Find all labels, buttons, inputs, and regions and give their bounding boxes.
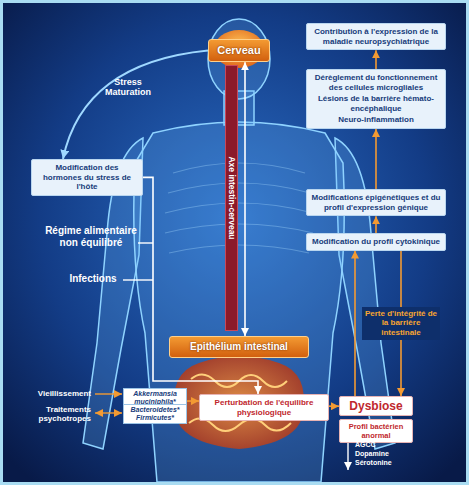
- node-text: Epithélium intestinal: [174, 341, 304, 353]
- connector-arrow: [375, 216, 377, 233]
- node-text: Modification des hormones du stress de l…: [36, 163, 138, 192]
- leader-lines: [95, 243, 348, 470]
- node-text: Contribution à l'expression de la maladi…: [311, 27, 441, 46]
- annotation-label: Vieillissement: [23, 389, 91, 398]
- node-text: Perturbation de l'équilibre physiologiqu…: [204, 398, 324, 417]
- connector-arrow: [187, 400, 199, 402]
- background: [3, 3, 466, 482]
- connector-arrow: [375, 50, 377, 69]
- process-box: Modification des hormones du stress de l…: [31, 159, 143, 196]
- node-text: Neuro-inflammation: [311, 115, 441, 125]
- node-text: Profil bactérien anormal: [343, 422, 409, 440]
- connector-arrow: [244, 62, 246, 336]
- state-box: Profil bactérien anormal: [339, 419, 413, 443]
- brain: [214, 30, 264, 68]
- node-text: Lésions de la barrière hémato-encéphaliq…: [311, 94, 441, 113]
- process-box: Perturbation de l'équilibre physiologiqu…: [199, 394, 329, 421]
- node-text: Dérèglement du fonctionnement des cellul…: [311, 73, 441, 92]
- annotation-label: Stress Maturation: [98, 77, 158, 98]
- node-text: Cerveau: [213, 44, 265, 57]
- effect-box: Dérèglement du fonctionnement des cellul…: [306, 69, 446, 129]
- organ-box: Epithélium intestinal: [169, 336, 309, 358]
- node-text: Modifications épigénétiques et du profil…: [311, 193, 441, 212]
- annotation-label: Infections: [53, 273, 133, 285]
- node-text: Bacteroidetes* Firmicutes*: [127, 406, 183, 422]
- connector-arrow: [63, 51, 208, 159]
- connector-arrow: [375, 129, 377, 189]
- connector-arrow: [354, 251, 356, 396]
- annotation-label: Régime alimentaire non équilibré: [39, 225, 143, 248]
- edge-label: Perte d'intégrité de la barrière intesti…: [362, 307, 440, 340]
- node-layer: Cerveau Contribution à l'expression de la…: [3, 3, 466, 482]
- annotation-label: AGCC: [355, 441, 425, 449]
- connector-arrow: [143, 177, 258, 394]
- node-text: Modification du profil cytokinique: [311, 237, 441, 247]
- process-box: Modifications épigénétiques et du profil…: [306, 189, 446, 216]
- ribcage: [165, 163, 313, 253]
- organ-box: Cerveau: [208, 39, 270, 62]
- process-box: Modification du profil cytokinique: [306, 233, 446, 251]
- connector-arrow: [329, 405, 339, 407]
- node-text: Dysbiose: [344, 399, 408, 413]
- axis-band: Axe intestin-cerveau: [225, 65, 238, 331]
- outcome-box: Contribution à l'expression de la maladi…: [306, 23, 446, 50]
- node-text: Axe intestin-cerveau: [227, 156, 237, 239]
- bacteria-box: Bacteroidetes* Firmicutes*: [123, 404, 187, 424]
- annotation-label: Dopamine: [355, 450, 425, 458]
- annotation-label: Sérotonine: [355, 459, 425, 467]
- state-box: Dysbiose: [339, 396, 413, 416]
- annotation-label: Traitements psychotropes: [23, 405, 91, 423]
